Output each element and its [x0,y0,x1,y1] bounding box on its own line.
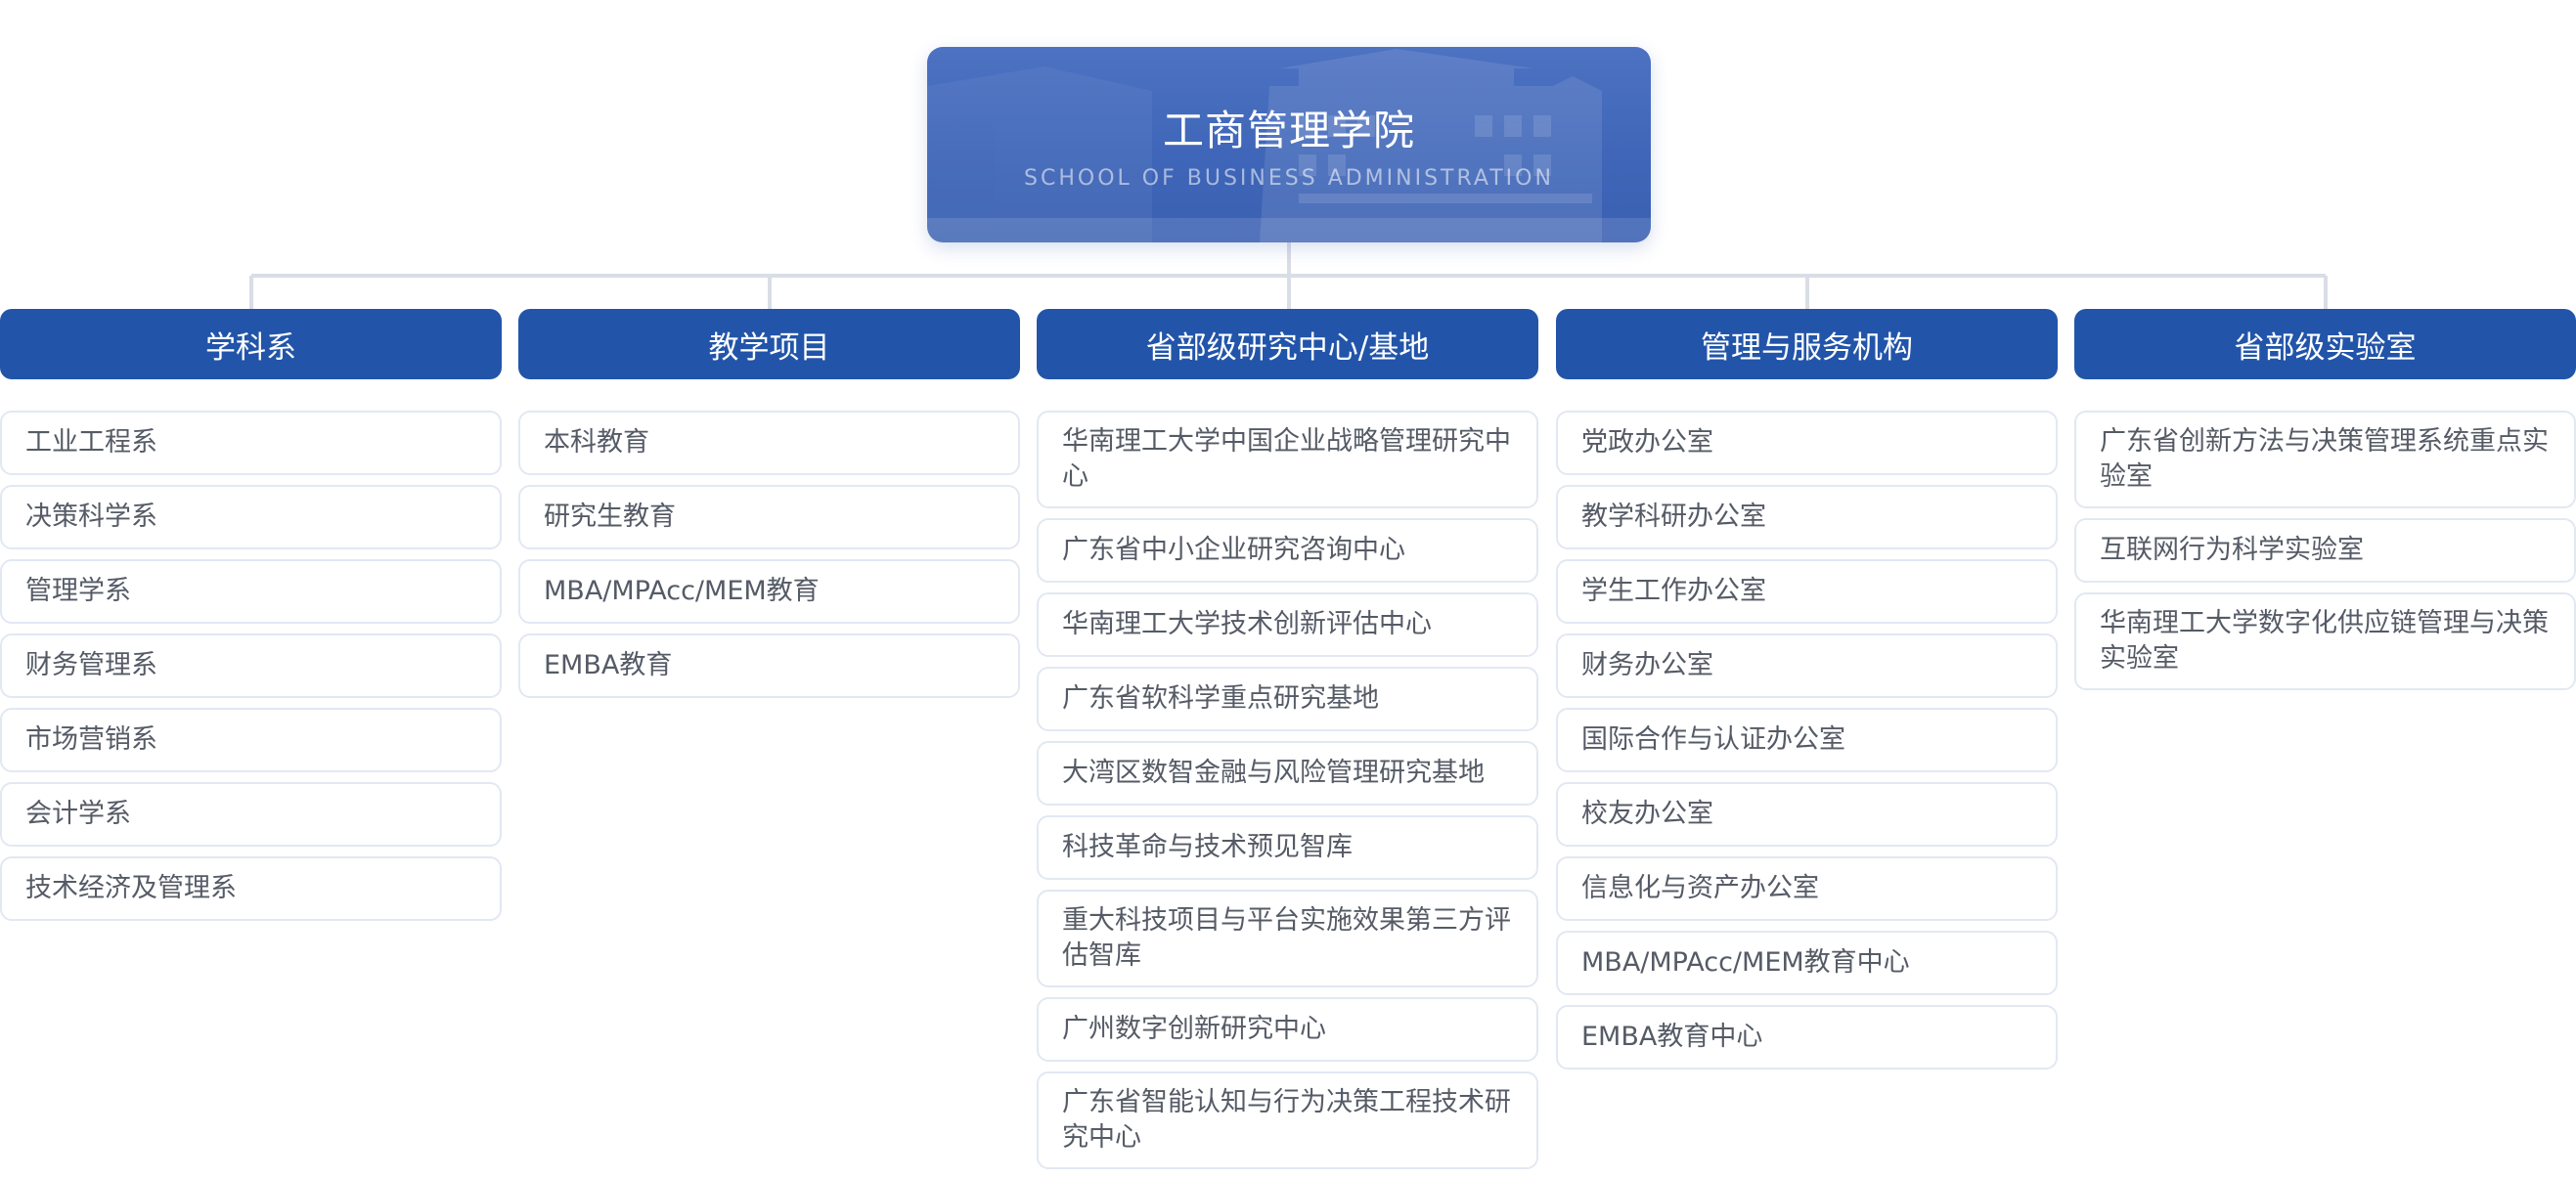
item-list: 党政办公室 教学科研办公室 学生工作办公室 财务办公室 国际合作与认证办公室 校… [1556,411,2058,1070]
school-title: 工商管理学院 [1162,107,1415,154]
column-header: 省部级研究中心/基地 [1037,309,1538,379]
list-item: 市场营销系 [0,708,502,772]
column-departments: 学科系 工业工程系 决策科学系 管理学系 财务管理系 市场营销系 会计学系 技术… [0,309,502,931]
item-list: 本科教育 研究生教育 MBA/MPAcc/MEM教育 EMBA教育 [518,411,1020,698]
list-item: 信息化与资产办公室 [1556,856,2058,921]
column-header: 学科系 [0,309,502,379]
list-item: 华南理工大学技术创新评估中心 [1037,592,1538,657]
list-item: 大湾区数智金融与风险管理研究基地 [1037,741,1538,806]
list-item: 广东省创新方法与决策管理系统重点实验室 [2074,411,2576,508]
list-item: 教学科研办公室 [1556,485,2058,549]
list-item: MBA/MPAcc/MEM教育 [518,559,1020,624]
root-node-school: 工商管理学院 SCHOOL OF BUSINESS ADMINISTRATION [927,47,1651,242]
list-item: 广州数字创新研究中心 [1037,997,1538,1062]
list-item: 财务管理系 [0,633,502,698]
list-item: MBA/MPAcc/MEM教育中心 [1556,931,2058,995]
list-item: 本科教育 [518,411,1020,475]
list-item: 广东省中小企业研究咨询中心 [1037,518,1538,583]
column-teaching-programs: 教学项目 本科教育 研究生教育 MBA/MPAcc/MEM教育 EMBA教育 [518,309,1020,708]
item-list: 华南理工大学中国企业战略管理研究中心 广东省中小企业研究咨询中心 华南理工大学技… [1037,411,1538,1169]
list-item: 工业工程系 [0,411,502,475]
list-item: 会计学系 [0,782,502,847]
list-item: 校友办公室 [1556,782,2058,847]
column-research-centers: 省部级研究中心/基地 华南理工大学中国企业战略管理研究中心 广东省中小企业研究咨… [1037,309,1538,1179]
list-item: 互联网行为科学实验室 [2074,518,2576,583]
list-item: 技术经济及管理系 [0,856,502,921]
list-item: 华南理工大学数字化供应链管理与决策实验室 [2074,592,2576,690]
school-subtitle: SCHOOL OF BUSINESS ADMINISTRATION [1024,166,1554,191]
list-item: 决策科学系 [0,485,502,549]
column-admin-services: 管理与服务机构 党政办公室 教学科研办公室 学生工作办公室 财务办公室 国际合作… [1556,309,2058,1079]
list-item: 国际合作与认证办公室 [1556,708,2058,772]
building-background-image [927,49,1651,242]
list-item: EMBA教育 [518,633,1020,698]
list-item: 管理学系 [0,559,502,624]
list-item: 重大科技项目与平台实施效果第三方评估智库 [1037,890,1538,987]
list-item: 广东省智能认知与行为决策工程技术研究中心 [1037,1071,1538,1169]
list-item: 学生工作办公室 [1556,559,2058,624]
list-item: 财务办公室 [1556,633,2058,698]
column-header: 管理与服务机构 [1556,309,2058,379]
list-item: 华南理工大学中国企业战略管理研究中心 [1037,411,1538,508]
list-item: EMBA教育中心 [1556,1005,2058,1070]
list-item: 党政办公室 [1556,411,2058,475]
list-item: 广东省软科学重点研究基地 [1037,667,1538,731]
column-header: 省部级实验室 [2074,309,2576,379]
item-list: 广东省创新方法与决策管理系统重点实验室 互联网行为科学实验室 华南理工大学数字化… [2074,411,2576,690]
list-item: 科技革命与技术预见智库 [1037,815,1538,880]
list-item: 研究生教育 [518,485,1020,549]
column-header: 教学项目 [518,309,1020,379]
item-list: 工业工程系 决策科学系 管理学系 财务管理系 市场营销系 会计学系 技术经济及管… [0,411,502,921]
column-labs: 省部级实验室 广东省创新方法与决策管理系统重点实验室 互联网行为科学实验室 华南… [2074,309,2576,700]
